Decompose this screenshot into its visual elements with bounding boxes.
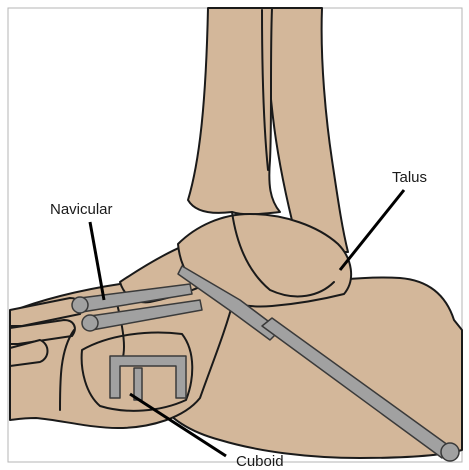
- tibia-bone: [188, 8, 280, 214]
- bone-staple-inner: [134, 368, 142, 400]
- fibula-bone: [267, 8, 348, 252]
- cuboid-label: Cuboid: [236, 453, 284, 470]
- talus-leader-line: [340, 190, 404, 270]
- talus-label: Talus: [392, 169, 427, 186]
- navicular-label: Navicular: [50, 201, 113, 218]
